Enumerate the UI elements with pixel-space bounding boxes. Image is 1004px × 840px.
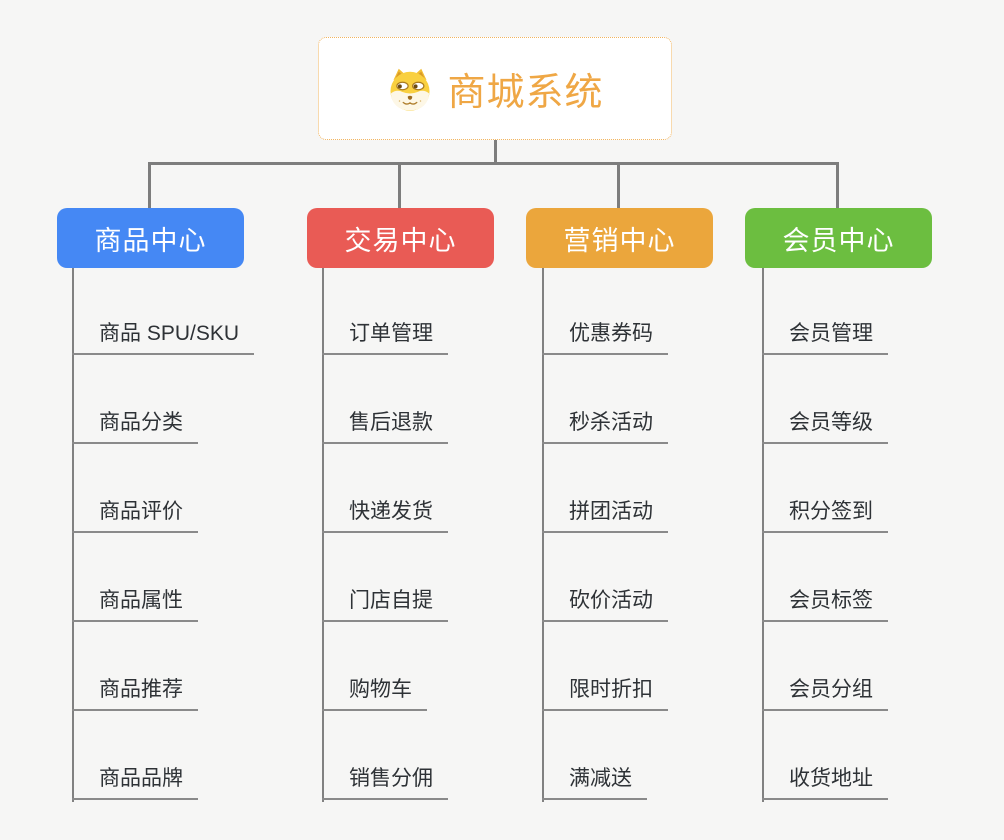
doge-dog-icon — [390, 68, 430, 111]
leaf-node-item[interactable]: 商品分类 — [72, 410, 198, 444]
leaf-node-item[interactable]: 优惠券码 — [542, 321, 668, 355]
leaf-node-item[interactable]: 会员标签 — [762, 588, 888, 622]
branch-node-product-center[interactable]: 商品中心 — [57, 208, 244, 268]
leaf-node-item[interactable]: 售后退款 — [322, 410, 448, 444]
trunk-line — [762, 268, 764, 802]
leaf-node-item[interactable]: 限时折扣 — [542, 677, 668, 711]
leaf-node-item[interactable]: 秒杀活动 — [542, 410, 668, 444]
root-node[interactable]: 商城系统 — [318, 37, 672, 140]
leaf-node-item[interactable]: 积分签到 — [762, 499, 888, 533]
leaf-node-item[interactable]: 商品品牌 — [72, 766, 198, 800]
leaf-node-item[interactable]: 收货地址 — [762, 766, 888, 800]
leaf-node-item[interactable]: 会员管理 — [762, 321, 888, 355]
connector-drop-member — [836, 162, 839, 208]
leaf-node-item[interactable]: 会员分组 — [762, 677, 888, 711]
leaf-node-item[interactable]: 购物车 — [322, 677, 427, 711]
root-title: 商城系统 — [447, 72, 604, 114]
leaf-node-item[interactable]: 拼团活动 — [542, 499, 668, 533]
leaf-node-item[interactable]: 销售分佣 — [322, 766, 448, 800]
leaf-node-item[interactable]: 商品评价 — [72, 499, 198, 533]
branch-node-trade-center[interactable]: 交易中心 — [307, 208, 494, 268]
trunk-line — [542, 268, 544, 802]
leaf-node-item[interactable]: 砍价活动 — [542, 588, 668, 622]
connector-drop-marketing — [617, 162, 620, 208]
connector-drop-product — [148, 162, 151, 208]
connector-root-stem — [494, 140, 497, 165]
leaf-node-item[interactable]: 商品 SPU/SKU — [72, 321, 255, 355]
connector-drop-trade — [398, 162, 401, 208]
leaf-node-item[interactable]: 满减送 — [542, 766, 647, 800]
branch-node-member-center[interactable]: 会员中心 — [745, 208, 932, 268]
leaf-node-item[interactable]: 订单管理 — [322, 321, 448, 355]
leaf-node-item[interactable]: 快递发货 — [322, 499, 448, 533]
leaf-node-item[interactable]: 商品推荐 — [72, 677, 198, 711]
leaf-node-item[interactable]: 商品属性 — [72, 588, 198, 622]
leaf-node-item[interactable]: 会员等级 — [762, 410, 888, 444]
trunk-line — [322, 268, 324, 802]
trunk-line — [72, 268, 74, 802]
leaf-node-item[interactable]: 门店自提 — [322, 588, 448, 622]
connector-horizontal-bus — [148, 162, 839, 165]
branch-node-marketing-center[interactable]: 营销中心 — [526, 208, 713, 268]
